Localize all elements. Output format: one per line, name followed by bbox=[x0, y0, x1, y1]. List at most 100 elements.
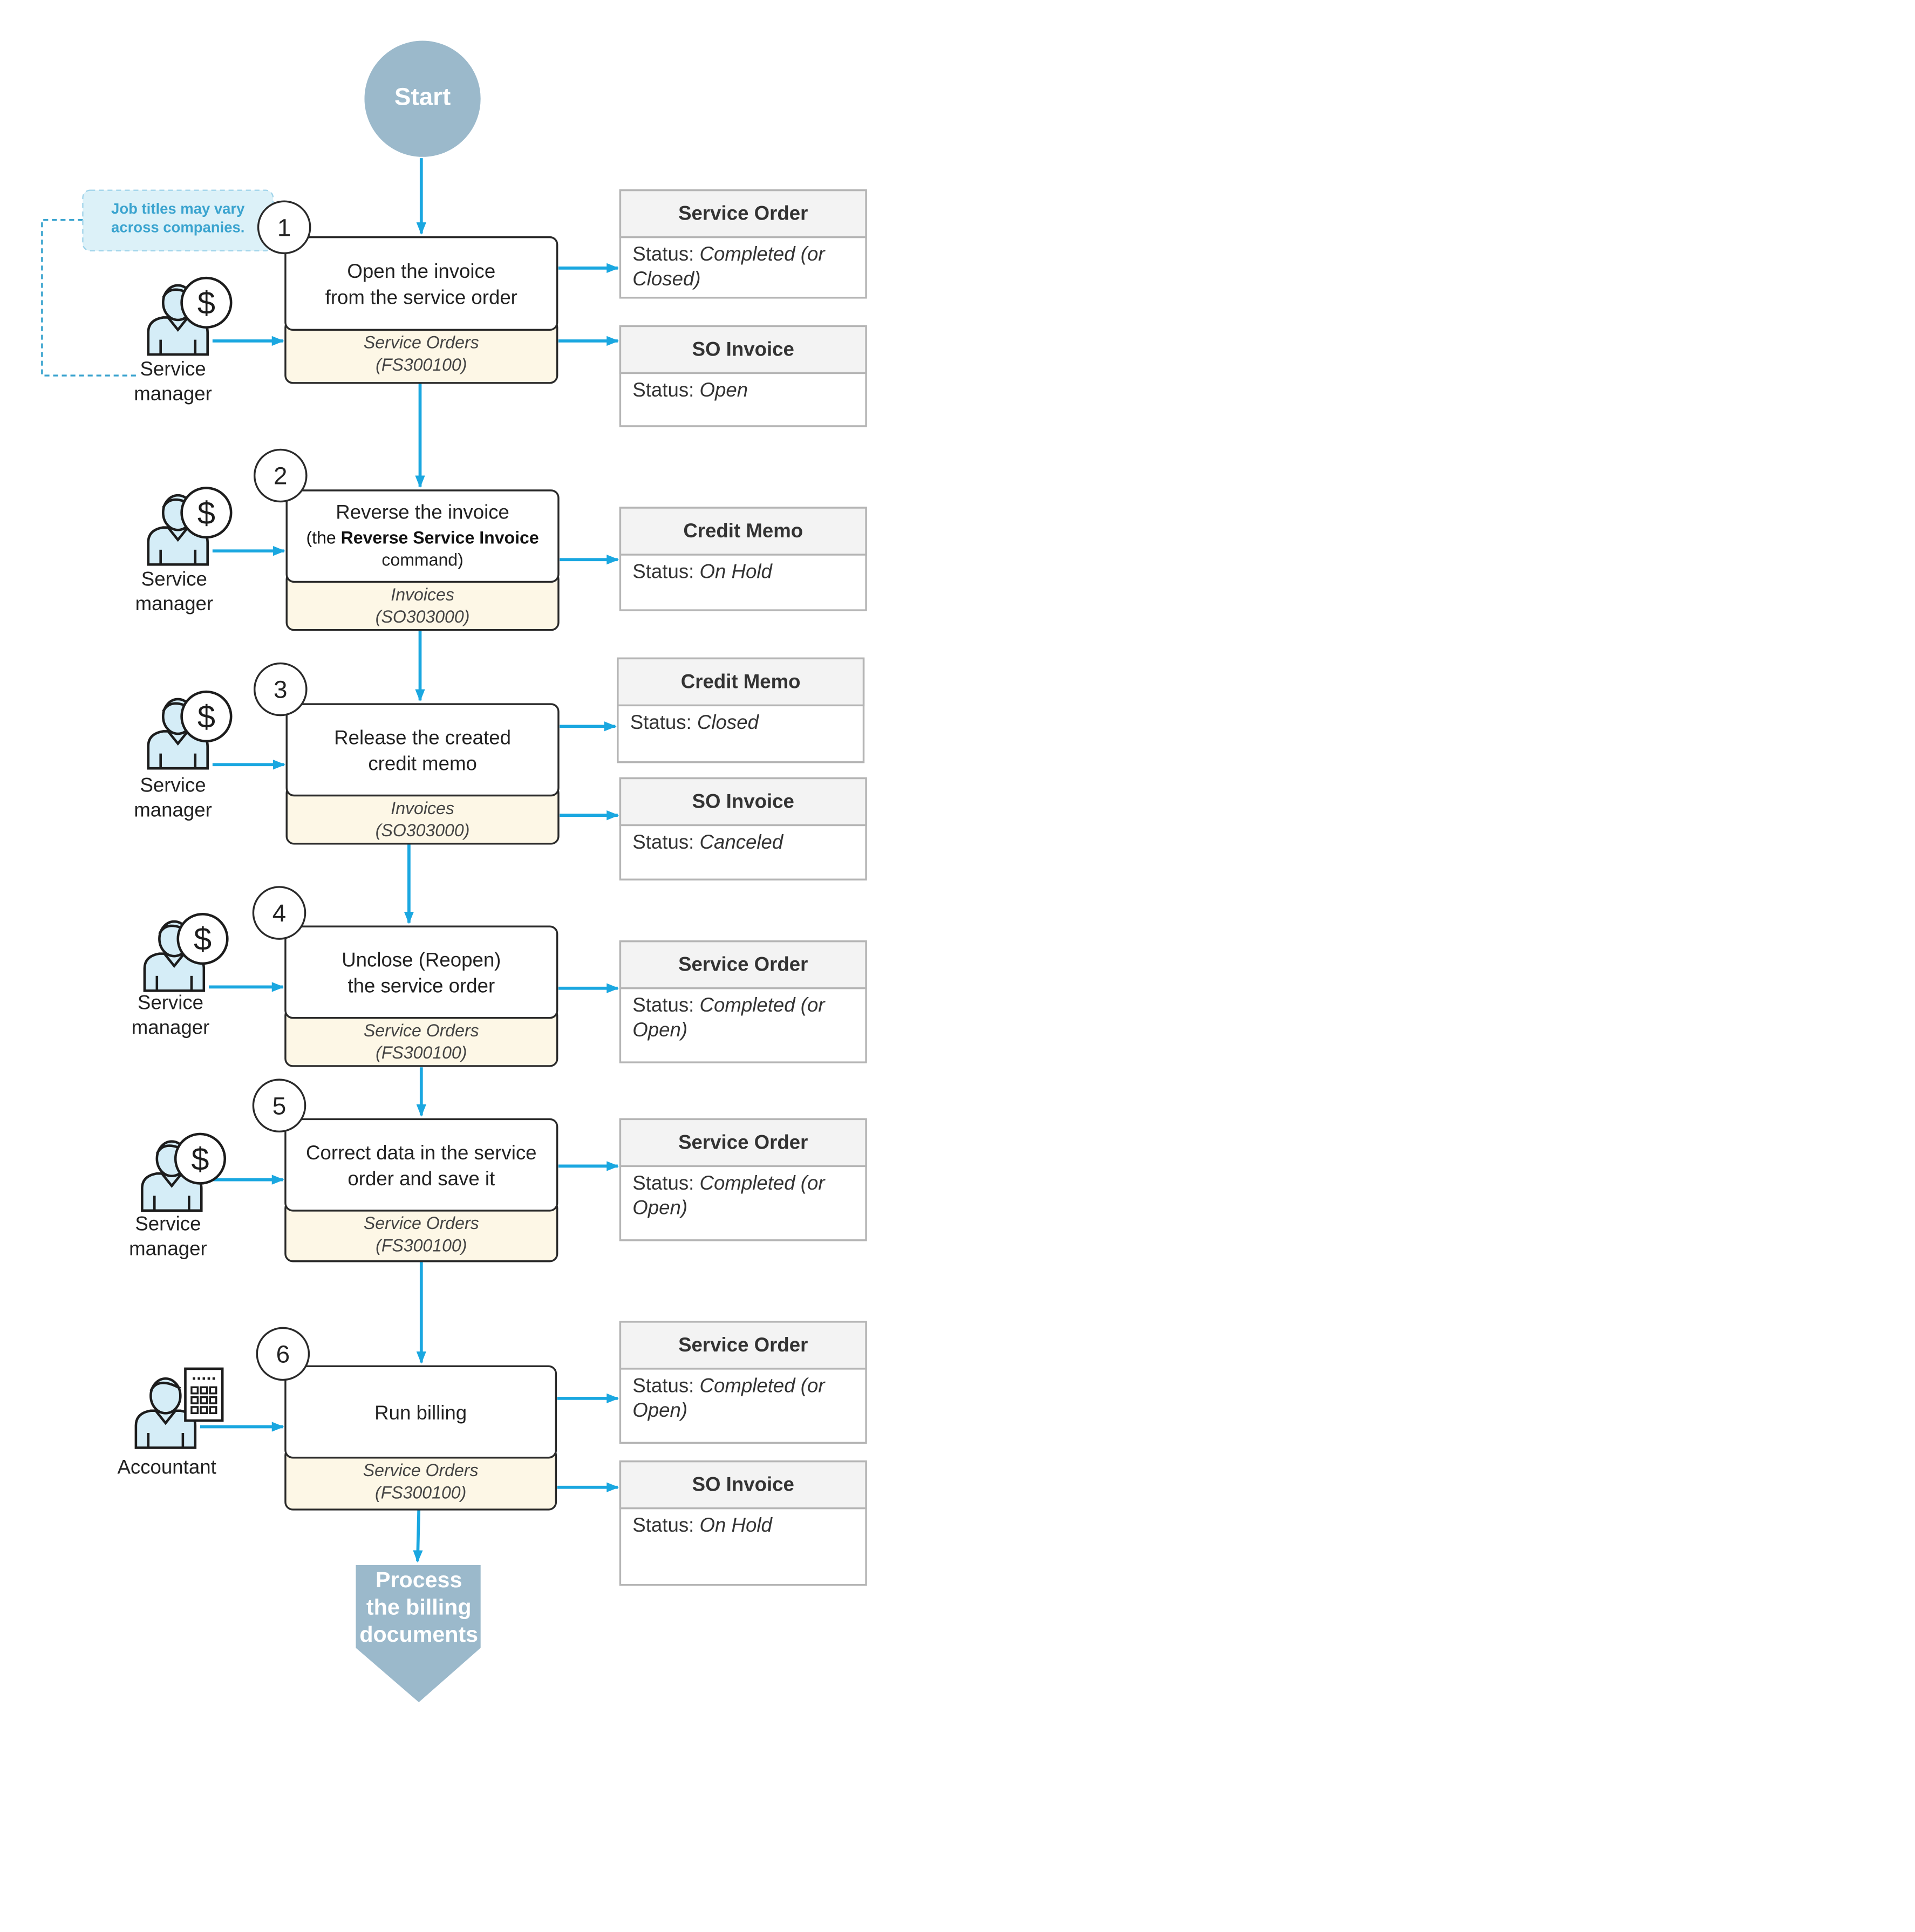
action-title: from the service order bbox=[325, 286, 517, 308]
status-value: Open) bbox=[632, 1019, 687, 1041]
document-header bbox=[619, 1460, 867, 1510]
form-reference: (SO303000) bbox=[376, 821, 470, 840]
service-manager-dollar-icon: $ bbox=[143, 913, 229, 992]
document-status: Status: On Hold bbox=[632, 1514, 773, 1536]
document-header bbox=[617, 657, 865, 707]
status-value: Open bbox=[700, 379, 748, 401]
action-title: Reverse the invoice bbox=[336, 501, 509, 523]
document-status: Status: Completed (or bbox=[632, 1172, 826, 1194]
document-header bbox=[619, 940, 867, 989]
form-reference: (SO303000) bbox=[376, 607, 470, 626]
action-title: Unclose (Reopen) bbox=[342, 949, 501, 971]
status-value: Closed) bbox=[632, 268, 700, 290]
role-label: manager bbox=[135, 592, 214, 615]
dollar-circle bbox=[180, 690, 233, 743]
dollar-glyph: $ bbox=[191, 1141, 209, 1177]
document-header bbox=[619, 189, 867, 238]
start-node: Start bbox=[364, 40, 481, 157]
calculator-key bbox=[200, 1396, 208, 1404]
note-text: across companies. bbox=[111, 219, 244, 235]
end-label: the billing bbox=[366, 1595, 472, 1620]
service-manager-dollar-icon: $ bbox=[147, 690, 233, 770]
action-title: credit memo bbox=[368, 753, 477, 775]
person-collar bbox=[163, 953, 185, 968]
calculator-key bbox=[190, 1396, 199, 1404]
form-reference: (FS300100) bbox=[375, 1483, 466, 1502]
step-number: 2 bbox=[274, 462, 287, 490]
end-shape bbox=[356, 1565, 481, 1703]
form-reference: Service Orders bbox=[363, 1460, 479, 1480]
status-value: Completed (or bbox=[700, 994, 826, 1016]
person-collar bbox=[167, 317, 189, 332]
step-2: Reverse the invoice (the Reverse Service … bbox=[135, 448, 867, 631]
dollar-circle bbox=[180, 276, 233, 329]
calculator-key bbox=[190, 1406, 199, 1415]
document-header bbox=[619, 507, 867, 556]
document-name: Service Order bbox=[678, 1334, 808, 1356]
document-name: Service Order bbox=[678, 953, 808, 975]
form-reference: Invoices bbox=[391, 798, 454, 818]
document-status: Status: Open bbox=[632, 379, 748, 401]
calculator-key bbox=[209, 1406, 217, 1415]
calculator-key bbox=[200, 1406, 208, 1415]
calculator-key bbox=[200, 1386, 208, 1395]
person-head bbox=[149, 1377, 182, 1415]
action-box bbox=[284, 925, 558, 1019]
command-name: Reverse Service Invoice bbox=[341, 528, 539, 547]
document-name: SO Invoice bbox=[692, 1473, 794, 1496]
document-name: Credit Memo bbox=[681, 670, 801, 692]
document-name: Service Order bbox=[678, 1131, 808, 1153]
status-value: Completed (or bbox=[700, 1374, 826, 1396]
action-detail: (the Reverse Service Invoice bbox=[306, 528, 539, 547]
dollar-glyph: $ bbox=[194, 921, 212, 957]
form-reference: (FS300100) bbox=[376, 355, 467, 374]
form-reference: (FS300100) bbox=[376, 1235, 467, 1255]
action-detail: command) bbox=[381, 550, 463, 570]
step-number-badge bbox=[253, 662, 308, 716]
form-reference: Service Orders bbox=[364, 1021, 479, 1040]
role-label: manager bbox=[132, 1016, 210, 1038]
person-collar bbox=[161, 1172, 183, 1188]
status-value: Open) bbox=[632, 1399, 687, 1421]
form-reference: Service Orders bbox=[364, 1213, 479, 1233]
role-label: manager bbox=[134, 798, 212, 821]
document-status: Status: Completed (or bbox=[632, 243, 826, 265]
document-header bbox=[619, 777, 867, 827]
role-label: Service bbox=[138, 992, 203, 1014]
action-title: Release the created bbox=[334, 727, 511, 749]
accountant-calculator-icon bbox=[134, 1367, 224, 1449]
role-label: Service bbox=[135, 1212, 201, 1234]
action-title: Run billing bbox=[374, 1402, 467, 1424]
status-label: Status: bbox=[632, 1172, 694, 1194]
form-reference: (FS300100) bbox=[376, 1043, 467, 1062]
step-number-badge bbox=[257, 200, 311, 255]
role-label: Accountant bbox=[117, 1456, 216, 1478]
step-number: 5 bbox=[272, 1092, 286, 1119]
document-header bbox=[619, 1321, 867, 1370]
dollar-glyph: $ bbox=[197, 699, 215, 735]
step-number-badge bbox=[253, 448, 308, 503]
step-number: 4 bbox=[272, 899, 286, 927]
status-value: On Hold bbox=[700, 1514, 773, 1536]
end-label: Process bbox=[376, 1567, 462, 1592]
dollar-circle bbox=[180, 487, 233, 539]
person-collar bbox=[154, 1410, 176, 1425]
status-label: Status: bbox=[632, 379, 694, 401]
document-status: Status: Canceled bbox=[632, 831, 784, 853]
action-title: Open the invoice bbox=[347, 260, 495, 282]
step-number: 1 bbox=[277, 214, 291, 241]
status-label: Status: bbox=[630, 711, 692, 733]
dollar-circle bbox=[174, 1132, 227, 1185]
person-hair bbox=[149, 1381, 181, 1392]
step-number-badge bbox=[256, 1327, 310, 1381]
step-number: 3 bbox=[274, 676, 287, 704]
action-box bbox=[285, 703, 560, 797]
status-value: Open) bbox=[632, 1197, 687, 1219]
